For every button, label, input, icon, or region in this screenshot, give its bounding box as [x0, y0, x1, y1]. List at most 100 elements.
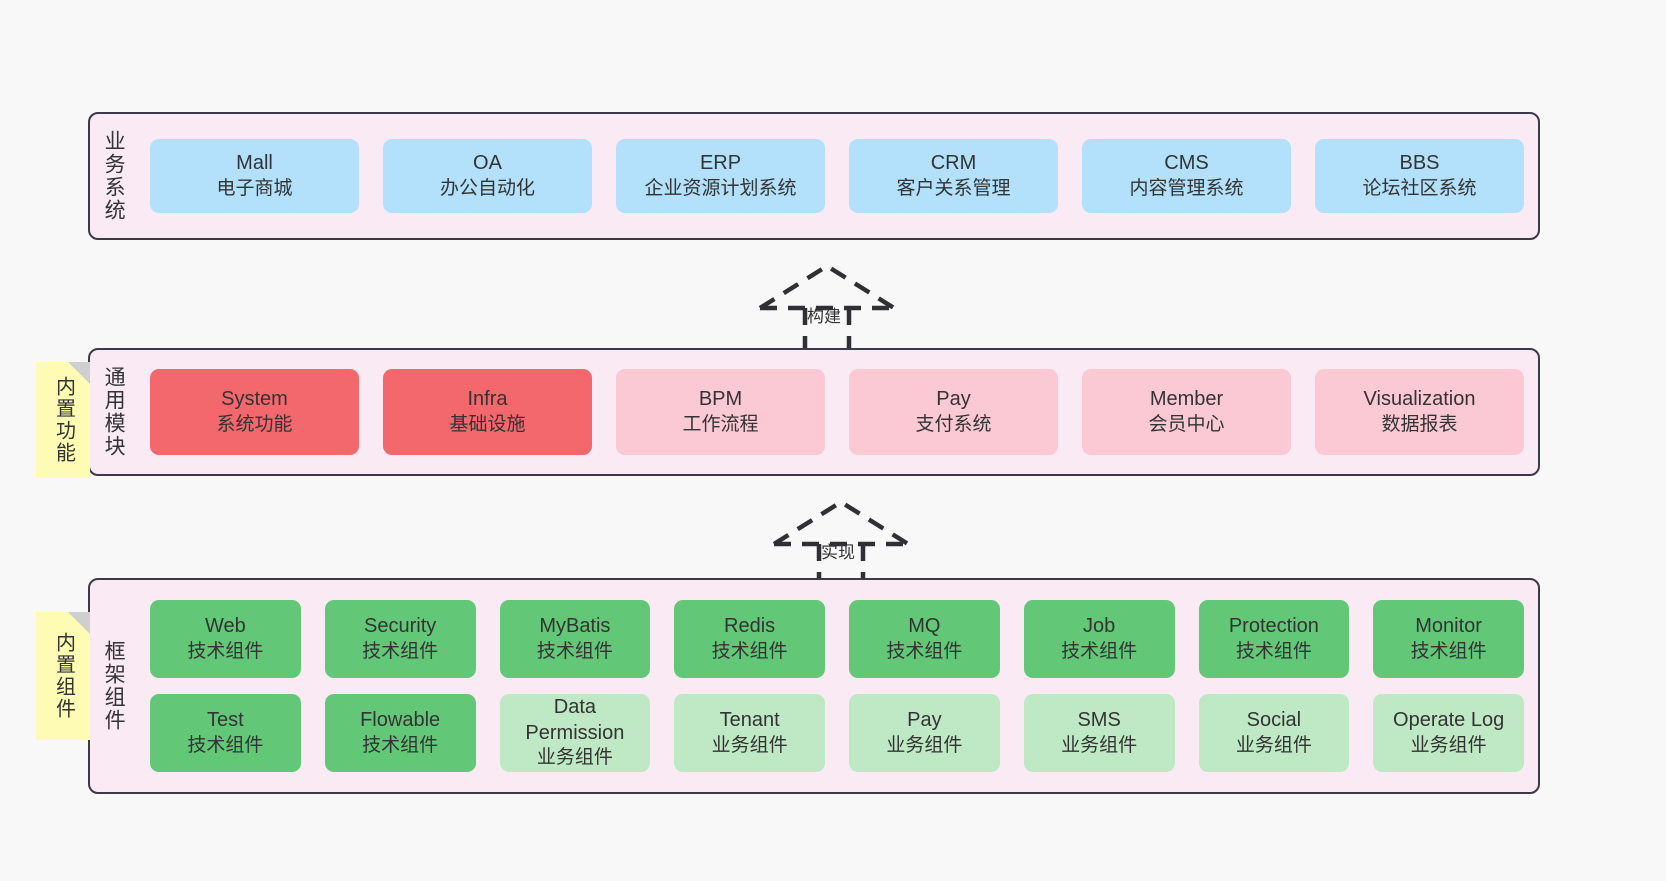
card-subtitle: 论坛社区系统 — [1362, 177, 1477, 199]
card-title: Mall — [236, 152, 273, 175]
card-subtitle: 会员中心 — [1148, 413, 1225, 435]
card-data-permission[interactable]: Data Permission 业务组件 — [499, 694, 651, 772]
card-security[interactable]: Security 技术组件 — [324, 600, 476, 678]
note-fold-corner-icon — [68, 612, 90, 634]
card-title: Tenant — [719, 709, 780, 732]
card-redis[interactable]: Redis 技术组件 — [674, 600, 825, 678]
card-web[interactable]: Web 技术组件 — [150, 600, 301, 678]
card-subtitle: 工作流程 — [682, 413, 759, 435]
card-row: Test 技术组件 Flowable 技术组件 Data Permission … — [150, 694, 1524, 772]
card-system[interactable]: System 系统功能 — [150, 369, 359, 455]
card-title: BPM — [698, 388, 743, 411]
card-title: BBS — [1399, 152, 1440, 175]
card-subtitle: 业务组件 — [711, 734, 788, 756]
card-subtitle: 电子商城 — [216, 177, 293, 199]
card-subtitle: 技术组件 — [1410, 640, 1487, 662]
card-subtitle: 技术组件 — [187, 734, 264, 756]
connector-label: 实现 — [821, 543, 855, 562]
card-visualization[interactable]: Visualization 数据报表 — [1315, 369, 1524, 455]
connector-build: 构建 — [758, 262, 898, 350]
card-subtitle: 技术组件 — [711, 640, 788, 662]
card-title: Security — [364, 615, 437, 638]
card-oa[interactable]: OA 办公自动化 — [383, 139, 592, 213]
card-title: Monitor — [1415, 615, 1482, 638]
card-operate-log[interactable]: Operate Log 业务组件 — [1373, 694, 1524, 772]
card-mq[interactable]: MQ 技术组件 — [849, 600, 1000, 678]
layer-business-system: 业务系统 Mall 电子商城 OA 办公自动化 ERP 企业资源计划系统 CRM… — [88, 112, 1540, 240]
card-title: Data Permission — [525, 696, 625, 744]
card-title: CMS — [1164, 152, 1209, 175]
card-subtitle: 数据报表 — [1381, 413, 1458, 435]
card-title: System — [221, 388, 288, 411]
card-subtitle: 技术组件 — [886, 640, 963, 662]
card-title: Infra — [467, 388, 508, 411]
card-row: Web 技术组件 Security 技术组件 MyBatis 技术组件 Redi… — [150, 600, 1524, 678]
card-title: OA — [473, 152, 502, 175]
card-protection[interactable]: Protection 技术组件 — [1198, 600, 1350, 678]
card-pay[interactable]: Pay 支付系统 — [849, 369, 1058, 455]
connector-implement: 实现 — [772, 498, 912, 586]
card-title: Flowable — [360, 709, 441, 732]
card-subtitle: 技术组件 — [1061, 640, 1138, 662]
card-erp[interactable]: ERP 企业资源计划系统 — [616, 139, 825, 213]
layer-body-common-module: System 系统功能 Infra 基础设施 BPM 工作流程 Pay 支付系统… — [136, 350, 1538, 474]
layer-title-framework-component: 框架组件 — [102, 640, 126, 732]
card-title: ERP — [699, 152, 742, 175]
card-social[interactable]: Social 业务组件 — [1198, 694, 1350, 772]
card-title: Pay — [907, 709, 942, 732]
note-fold-corner-icon — [68, 362, 90, 384]
card-subtitle: 技术组件 — [362, 640, 439, 662]
sticky-note-builtin-component: 内置组件 — [36, 612, 90, 740]
card-subtitle: 业务组件 — [1061, 734, 1138, 756]
card-title: Redis — [724, 615, 776, 638]
card-row: System 系统功能 Infra 基础设施 BPM 工作流程 Pay 支付系统… — [150, 369, 1524, 455]
card-subtitle: 业务组件 — [1410, 734, 1487, 756]
card-title: Job — [1083, 615, 1116, 638]
card-title: Protection — [1228, 615, 1319, 638]
card-pay-business[interactable]: Pay 业务组件 — [849, 694, 1000, 772]
card-title: Visualization — [1363, 388, 1476, 411]
card-subtitle: 支付系统 — [915, 413, 992, 435]
card-mybatis[interactable]: MyBatis 技术组件 — [499, 600, 651, 678]
card-subtitle: 业务组件 — [1235, 734, 1312, 756]
card-title: Social — [1246, 709, 1302, 732]
card-flowable[interactable]: Flowable 技术组件 — [324, 694, 476, 772]
card-cms[interactable]: CMS 内容管理系统 — [1082, 139, 1291, 213]
layer-framework-component: 框架组件 Web 技术组件 Security 技术组件 MyBatis 技术组件… — [88, 578, 1540, 794]
card-subtitle: 业务组件 — [886, 734, 963, 756]
card-test[interactable]: Test 技术组件 — [150, 694, 301, 772]
note-label: 内置组件 — [52, 632, 75, 720]
card-title: MyBatis — [539, 615, 611, 638]
card-title: Operate Log — [1393, 709, 1505, 732]
card-subtitle: 办公自动化 — [439, 177, 535, 199]
card-subtitle: 技术组件 — [536, 640, 613, 662]
card-monitor[interactable]: Monitor 技术组件 — [1373, 600, 1524, 678]
card-title: SMS — [1077, 709, 1121, 732]
card-infra[interactable]: Infra 基础设施 — [383, 369, 592, 455]
card-subtitle: 技术组件 — [187, 640, 264, 662]
card-crm[interactable]: CRM 客户关系管理 — [849, 139, 1058, 213]
card-bpm[interactable]: BPM 工作流程 — [616, 369, 825, 455]
card-title: Web — [204, 615, 246, 638]
card-tenant[interactable]: Tenant 业务组件 — [674, 694, 825, 772]
card-bbs[interactable]: BBS 论坛社区系统 — [1315, 139, 1524, 213]
card-subtitle: 系统功能 — [216, 413, 293, 435]
layer-body-framework-component: Web 技术组件 Security 技术组件 MyBatis 技术组件 Redi… — [136, 580, 1538, 792]
card-sms[interactable]: SMS 业务组件 — [1023, 694, 1175, 772]
card-title: Pay — [936, 388, 971, 411]
connector-label: 构建 — [807, 307, 841, 326]
layer-title-common-module: 通用模块 — [102, 366, 126, 458]
card-subtitle: 企业资源计划系统 — [644, 177, 797, 199]
card-job[interactable]: Job 技术组件 — [1023, 600, 1175, 678]
card-mall[interactable]: Mall 电子商城 — [150, 139, 359, 213]
card-subtitle: 客户关系管理 — [896, 177, 1011, 199]
card-row: Mall 电子商城 OA 办公自动化 ERP 企业资源计划系统 CRM 客户关系… — [150, 139, 1524, 213]
card-member[interactable]: Member 会员中心 — [1082, 369, 1291, 455]
layer-body-business-system: Mall 电子商城 OA 办公自动化 ERP 企业资源计划系统 CRM 客户关系… — [136, 114, 1538, 238]
card-title: CRM — [930, 152, 977, 175]
note-label: 内置功能 — [52, 376, 75, 464]
card-subtitle: 内容管理系统 — [1129, 177, 1244, 199]
sticky-note-builtin-function: 内置功能 — [36, 362, 90, 478]
card-title: Member — [1149, 388, 1224, 411]
